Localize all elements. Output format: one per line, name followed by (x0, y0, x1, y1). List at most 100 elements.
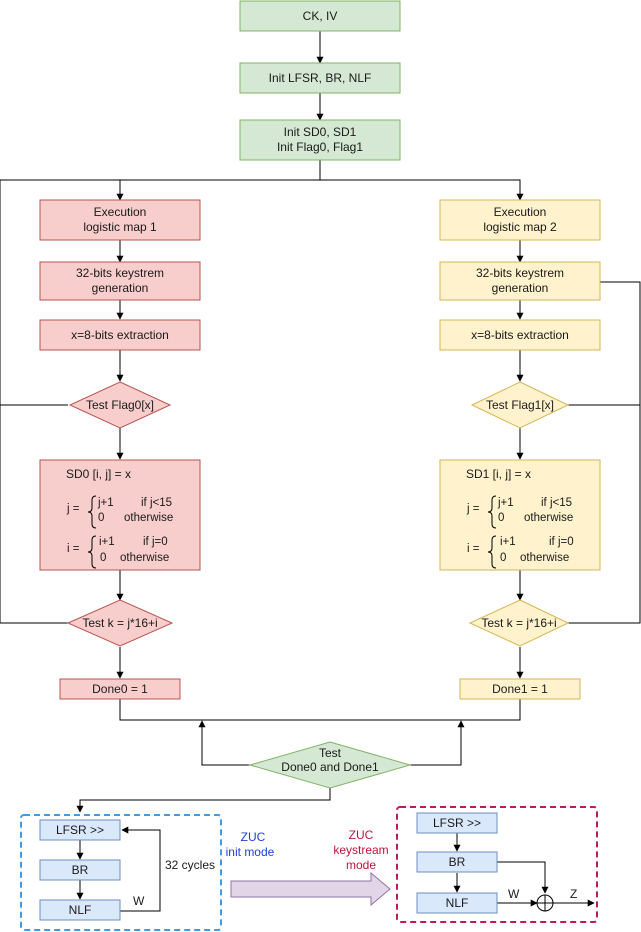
edge-zinit-feedback (120, 826, 161, 912)
zks-nlf-label: NLF (446, 896, 469, 910)
right-i-brace (487, 535, 497, 569)
right-test-flag-label: Test Flag1[x] (486, 398, 554, 412)
edge-testdone-to-zuc (76, 788, 331, 813)
edge-zks-br-xor (497, 861, 549, 894)
right-i-prefix: i = (467, 543, 480, 555)
left-j-case1-cond: if j<15 (141, 497, 172, 509)
right-done-label: Done1 = 1 (492, 682, 548, 696)
left-i-case1-cond: if j=0 (143, 536, 168, 548)
zks-br-label: BR (449, 855, 466, 869)
left-j-brace (87, 495, 97, 529)
zuc-ks-title-2: keystream (333, 843, 388, 857)
node-right-test-flag: Test Flag1[x] (470, 381, 570, 429)
left-i-case2-cond: otherwise (120, 552, 169, 564)
right-i-case1-cond: if j=0 (549, 536, 574, 548)
right-j-brace (487, 495, 497, 529)
zinit-nlf-label: NLF (69, 903, 92, 917)
right-exec-label-1: Execution (494, 205, 547, 219)
zinit-br-label: BR (72, 863, 89, 877)
node-right-done: Done1 = 1 (459, 678, 581, 700)
left-column: Execution logistic map 1 32-bits keystre… (39, 199, 201, 700)
zinit-lfsr-label: LFSR >> (56, 823, 104, 837)
left-ks-label-2: generation (92, 281, 149, 295)
right-j-case2-cond: otherwise (524, 512, 573, 524)
left-sd-assign: SD0 [i, j] = x (66, 467, 131, 481)
zks-lfsr-label: LFSR >> (433, 816, 481, 830)
zuc-ks-frame (396, 806, 598, 923)
right-i-case1-val: i+1 (500, 536, 516, 548)
node-right-exec: Execution logistic map 2 (439, 199, 601, 241)
zinit-lfsr: LFSR >> (39, 819, 121, 841)
right-test-k-label: Test k = j*16+i (481, 616, 556, 630)
right-column: Execution logistic map 2 32-bits keystre… (439, 199, 601, 700)
right-j-prefix: j = (466, 503, 480, 515)
right-j-case2-val: 0 (498, 512, 504, 524)
node-left-keystream: 32-bits keystrem generation (39, 261, 201, 301)
zks-br: BR (416, 851, 498, 873)
left-i-case1-val: i+1 (99, 536, 115, 548)
ck-iv-label: CK, IV (303, 9, 338, 23)
zks-nlf: NLF (416, 892, 498, 914)
init-lfsr-label: Init LFSR, BR, NLF (269, 71, 372, 85)
left-exec-label-2: logistic map 1 (83, 220, 157, 234)
node-left-extract: x=8-bits extraction (39, 319, 201, 351)
zuc-init-frame (20, 814, 222, 931)
xor-icon (536, 894, 554, 912)
left-i-prefix: i = (67, 543, 80, 555)
zks-lfsr: LFSR >> (416, 812, 498, 834)
left-j-case2-cond: otherwise (124, 512, 173, 524)
right-j-case1-val: j+1 (497, 497, 514, 509)
right-sd-assign: SD1 [i, j] = x (466, 467, 531, 481)
zinit-br: BR (39, 859, 121, 881)
right-j-case1-cond: if j<15 (541, 497, 572, 509)
node-init-sd: Init SD0, SD1 Init Flag0, Flag1 (239, 119, 401, 161)
zks-z-label: Z (570, 887, 577, 901)
node-init-lfsr: Init LFSR, BR, NLF (239, 62, 401, 94)
zinit-nlf: NLF (39, 899, 121, 921)
node-left-sd: SD0 [i, j] = x j = j+1 if j<15 0 otherwi… (39, 459, 201, 571)
zuc-init-group: LFSR >> BR NLF 32 cycles W (20, 814, 222, 931)
right-i-case2-cond: otherwise (520, 552, 569, 564)
left-j-case1-val: j+1 (97, 497, 114, 509)
zuc-keystream-group: LFSR >> BR NLF W Z (396, 806, 598, 923)
zuc-init-title-1: ZUC (241, 830, 266, 844)
zuc-ks-title-3: mode (346, 858, 376, 872)
right-exec-label-2: logistic map 2 (483, 220, 557, 234)
node-left-exec: Execution logistic map 1 (39, 199, 201, 241)
init-sd-label-1: Init SD0, SD1 (284, 125, 357, 139)
left-exec-label-1: Execution (94, 205, 147, 219)
edge-testdone-right-back (410, 720, 465, 766)
edge-split-left (116, 160, 321, 201)
node-test-done: Test Done0 and Done1 (248, 741, 412, 789)
test-done-label-1: Test (319, 746, 342, 760)
right-i-case2-val: 0 (500, 552, 506, 564)
zuc-init-title-2: init mode (226, 845, 275, 859)
edge-testdone-left-back (198, 720, 250, 766)
node-left-test-k: Test k = j*16+i (66, 599, 174, 647)
left-ks-label-1: 32-bits keystrem (76, 266, 164, 280)
left-extract-label: x=8-bits extraction (71, 328, 169, 342)
node-left-test-flag: Test Flag0[x] (68, 381, 172, 429)
node-right-keystream: 32-bits keystrem generation (439, 261, 601, 301)
mode-transition-arrow (230, 871, 391, 907)
init-sd-label-2: Init Flag0, Flag1 (277, 140, 363, 154)
left-test-flag-label: Test Flag0[x] (86, 398, 154, 412)
edge-split-right (320, 179, 524, 201)
test-done-label-2: Done0 and Done1 (281, 760, 379, 774)
edge-done-merge (119, 699, 521, 721)
connectors (0, 31, 641, 912)
left-j-prefix: j = (66, 503, 80, 515)
right-ks-label-1: 32-bits keystrem (476, 266, 564, 280)
right-extract-label: x=8-bits extraction (471, 328, 569, 342)
edge-left-k-loop (0, 179, 120, 624)
node-right-test-k: Test k = j*16+i (468, 599, 570, 647)
left-j-case2-val: 0 (98, 512, 104, 524)
left-test-k-label: Test k = j*16+i (82, 616, 157, 630)
zks-w-label: W (508, 887, 520, 901)
node-left-done: Done0 = 1 (59, 678, 181, 700)
node-right-sd: SD1 [i, j] = x j = j+1 if j<15 0 otherwi… (439, 459, 601, 571)
node-right-extract: x=8-bits extraction (439, 319, 601, 351)
zinit-cycles-label: 32 cycles (165, 858, 215, 872)
